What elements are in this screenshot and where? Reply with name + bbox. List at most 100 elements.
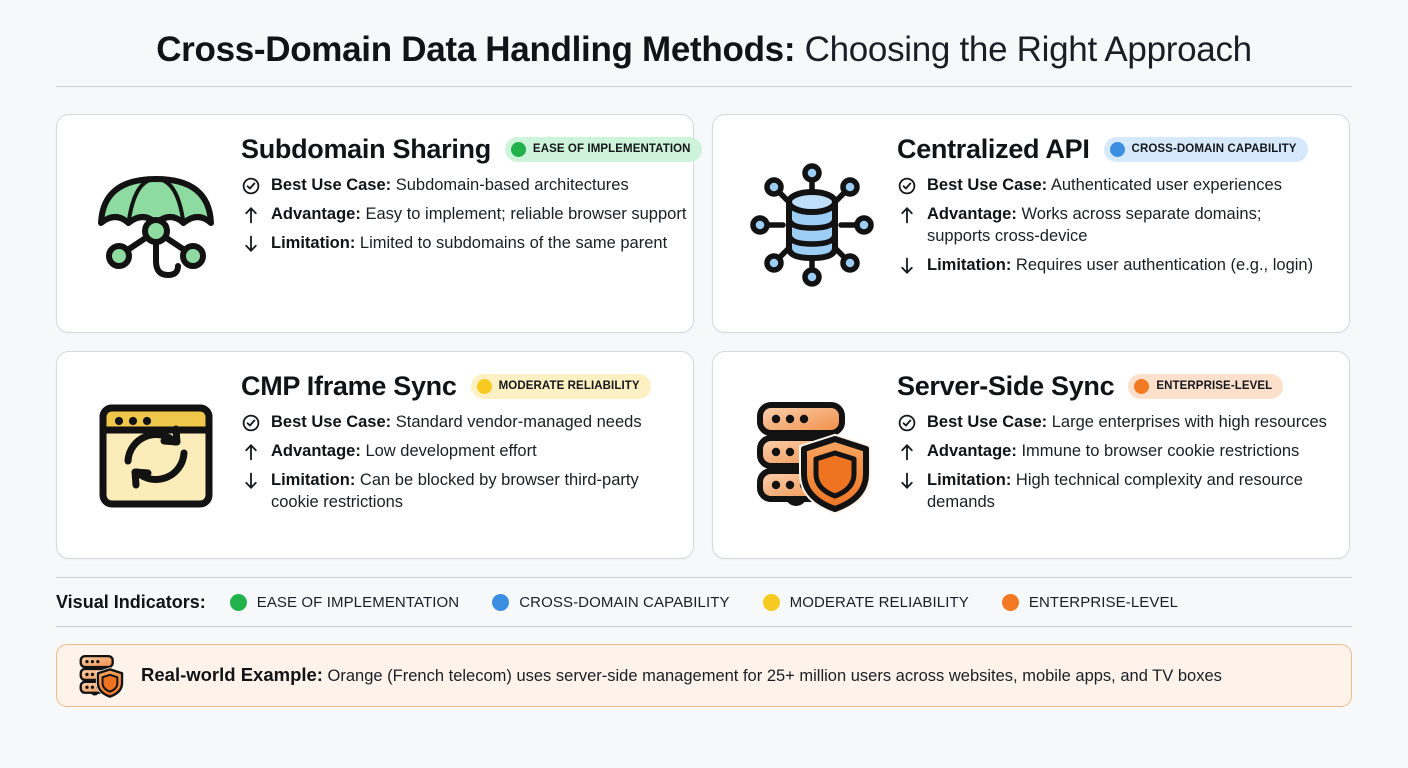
check-circle-icon <box>241 174 261 195</box>
feature-text: Best Use Case: Subdomain-based architect… <box>271 174 629 196</box>
method-card-subdomain-sharing[interactable]: Subdomain Sharing EASE OF IMPLEMENTATION… <box>56 114 702 333</box>
badge-label: ENTERPRISE-LEVEL <box>1156 380 1273 392</box>
legend-item-enterprise-level: ENTERPRISE-LEVEL <box>1001 593 1179 611</box>
card-title: Server-Side Sync <box>897 371 1115 401</box>
arrow-down-icon <box>241 469 261 490</box>
feature-text: Best Use Case: Authenticated user experi… <box>927 174 1282 196</box>
feature-text: Best Use Case: Large enterprises with hi… <box>927 411 1327 433</box>
page-title-strong: Cross-Domain Data Handling Methods: <box>156 30 796 69</box>
feature-value: Can be blocked by browser third-party co… <box>271 471 639 511</box>
feature-limitation: Limitation: High technical complexity an… <box>897 469 1329 513</box>
feature-value: Works across separate domains; supports … <box>927 205 1262 245</box>
status-badge: ENTERPRISE-LEVEL <box>1128 373 1284 399</box>
feature-limitation: Limitation: Limited to subdomains of the… <box>241 232 702 254</box>
feature-text: Advantage: Works across separate domains… <box>927 203 1329 247</box>
feature-advantage: Advantage: Works across separate domains… <box>897 203 1329 247</box>
status-badge: CROSS-DOMAIN CAPABILITY <box>1103 136 1308 162</box>
legend-item-label: MODERATE RELIABILITY <box>789 593 969 611</box>
feature-best-use-case: Best Use Case: Subdomain-based architect… <box>241 174 702 196</box>
feature-limitation: Limitation: Requires user authentication… <box>897 254 1329 276</box>
page-title: Cross-Domain Data Handling Methods: Choo… <box>56 28 1352 72</box>
arrow-up-icon <box>897 203 917 224</box>
badge-dot-icon <box>1109 141 1125 157</box>
card-title: Centralized API <box>897 134 1090 164</box>
legend-divider-bottom <box>56 626 1352 627</box>
feature-best-use-case: Best Use Case: Authenticated user experi… <box>897 174 1329 196</box>
badge-label: CROSS-DOMAIN CAPABILITY <box>1131 143 1297 155</box>
legend-item-label: ENTERPRISE-LEVEL <box>1028 593 1179 611</box>
legend-dot-icon <box>1001 593 1019 611</box>
legend-item-moderate-reliability: MODERATE RELIABILITY <box>762 593 969 611</box>
feature-advantage: Advantage: Easy to implement; reliable b… <box>241 203 702 225</box>
legend-title: Visual Indicators: <box>56 591 206 612</box>
feature-label: Limitation: <box>927 256 1012 274</box>
feature-text: Limitation: High technical complexity an… <box>927 469 1329 513</box>
badge-dot-icon <box>510 141 526 157</box>
legend: Visual Indicators: EASE OF IMPLEMENTATIO… <box>56 578 1352 626</box>
legend-divider-top <box>56 577 1352 578</box>
umbrella-icon <box>71 131 241 318</box>
feature-label: Limitation: <box>271 234 356 252</box>
badge-dot-icon <box>1134 378 1150 394</box>
feature-label: Best Use Case: <box>927 176 1048 194</box>
database-network-icon <box>727 131 897 318</box>
check-circle-icon <box>897 411 917 432</box>
badge-label: MODERATE RELIABILITY <box>498 380 640 392</box>
arrow-up-icon <box>897 440 917 461</box>
feature-value: Authenticated user experiences <box>1047 176 1282 194</box>
card-header: Subdomain Sharing EASE OF IMPLEMENTATION <box>241 133 702 165</box>
status-badge: EASE OF IMPLEMENTATION <box>504 136 702 162</box>
card-body: Server-Side Sync ENTERPRISE-LEVEL Best U… <box>897 368 1335 513</box>
feature-label: Advantage: <box>271 442 361 460</box>
feature-value: Immune to browser cookie restrictions <box>1016 442 1300 460</box>
method-card-centralized-api[interactable]: Centralized API CROSS-DOMAIN CAPABILITY … <box>712 114 1350 333</box>
feature-value: Low development effort <box>360 442 537 460</box>
method-card-server-side-sync[interactable]: Server-Side Sync ENTERPRISE-LEVEL Best U… <box>712 351 1350 559</box>
footer-label: Real-world Example: <box>141 664 323 685</box>
arrow-up-icon <box>241 203 261 224</box>
feature-label: Advantage: <box>271 205 361 223</box>
arrow-up-icon <box>241 440 261 461</box>
header-divider <box>56 86 1352 87</box>
feature-value: High technical complexity and resource d… <box>927 471 1303 511</box>
feature-text: Best Use Case: Standard vendor-managed n… <box>271 411 642 433</box>
real-world-example-banner: Real-world Example: Orange (French telec… <box>56 644 1352 707</box>
browser-sync-icon <box>71 368 241 544</box>
feature-limitation: Limitation: Can be blocked by browser th… <box>241 469 673 513</box>
card-body: CMP Iframe Sync MODERATE RELIABILITY Bes… <box>241 368 679 513</box>
legend-dot-icon <box>492 593 510 611</box>
badge-label: EASE OF IMPLEMENTATION <box>532 143 691 155</box>
card-body: Centralized API CROSS-DOMAIN CAPABILITY … <box>897 131 1335 276</box>
legend-dot-icon <box>229 593 247 611</box>
legend-item-label: CROSS-DOMAIN CAPABILITY <box>519 593 730 611</box>
check-circle-icon <box>241 411 261 432</box>
feature-value: Large enterprises with high resources <box>1047 413 1327 431</box>
feature-label: Best Use Case: <box>271 413 392 431</box>
legend-item-cross-domain-capability: CROSS-DOMAIN CAPABILITY <box>492 593 730 611</box>
legend-item-ease-of-implementation: EASE OF IMPLEMENTATION <box>229 593 460 611</box>
card-title: Subdomain Sharing <box>241 134 491 164</box>
feature-label: Best Use Case: <box>927 413 1048 431</box>
method-card-cmp-iframe-sync[interactable]: CMP Iframe Sync MODERATE RELIABILITY Bes… <box>56 351 694 559</box>
feature-label: Limitation: <box>271 471 356 489</box>
footer-text: Real-world Example: Orange (French telec… <box>141 664 1222 687</box>
feature-value: Subdomain-based architectures <box>391 176 629 194</box>
feature-label: Limitation: <box>927 471 1012 489</box>
feature-label: Advantage: <box>927 205 1017 223</box>
feature-advantage: Advantage: Low development effort <box>241 440 673 462</box>
footer-value: Orange (French telecom) uses server-side… <box>322 667 1222 685</box>
card-header: CMP Iframe Sync MODERATE RELIABILITY <box>241 370 673 402</box>
feature-value: Limited to subdomains of the same parent <box>355 234 668 252</box>
page-title-light: Choosing the Right Approach <box>795 30 1253 69</box>
server-shield-icon <box>77 653 125 699</box>
feature-text: Advantage: Easy to implement; reliable b… <box>271 203 686 225</box>
feature-best-use-case: Best Use Case: Standard vendor-managed n… <box>241 411 673 433</box>
feature-best-use-case: Best Use Case: Large enterprises with hi… <box>897 411 1329 433</box>
page-header: Cross-Domain Data Handling Methods: Choo… <box>56 0 1352 86</box>
feature-text: Advantage: Low development effort <box>271 440 537 462</box>
feature-value: Standard vendor-managed needs <box>391 413 642 431</box>
arrow-down-icon <box>241 232 261 253</box>
feature-text: Limitation: Requires user authentication… <box>927 254 1313 276</box>
card-title: CMP Iframe Sync <box>241 371 457 401</box>
